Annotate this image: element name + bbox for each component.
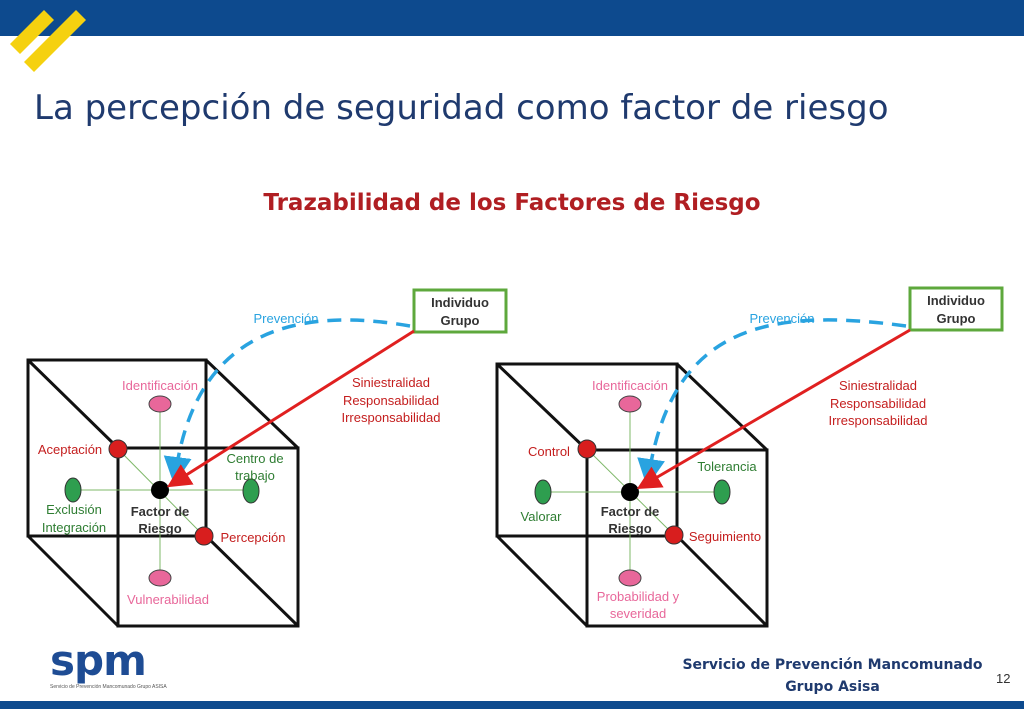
spm-logo-subtitle: Servicio de Prevención Mancomunado Grupo… [50,684,167,690]
right-prevention-label: Prevención [749,311,814,326]
footer-org: Servicio de Prevención Mancomunado Grupo… [660,654,1005,698]
left-top-label: Identificación [122,378,198,393]
right-individuo-box [908,286,1004,332]
valorar-node [534,479,552,505]
footer-org-line2: Grupo Asisa [785,679,880,695]
centro-trabajo-node [242,478,260,504]
slide-title: La percepción de seguridad como factor d… [34,88,889,128]
bottom-banner [0,701,1024,709]
spm-logo-word: spm [50,636,147,685]
percepcion-node [194,526,214,546]
exclusion-node [64,477,82,503]
page-number: 12 [996,671,1011,686]
left-cube [26,358,300,628]
factor-riesgo-node [151,481,169,499]
right-top-label: Identificación [592,378,668,393]
control-node [577,439,597,459]
left-right-lower-label: Percepción [220,530,285,545]
right-right-label: Tolerancia [697,459,757,474]
left-prevention-label: Prevención [253,311,318,326]
left-prevention-arc [163,318,411,485]
identificacion-node-2 [618,395,642,413]
right-outer-label: Control [528,444,570,459]
footer-org-line1: Servicio de Prevención Mancomunado [682,657,983,673]
brand-stripes-icon [10,10,86,72]
probabilidad-node [618,569,642,587]
seguimiento-node [664,525,684,545]
diagram-title: Trazabilidad de los Factores de Riesgo [263,190,761,216]
left-bottom-label: Vulnerabilidad [127,592,209,607]
right-left-label: Valorar [521,509,563,524]
aceptacion-node [108,439,128,459]
right-cube [495,362,769,628]
left-individuo-box [412,288,508,334]
right-right-lower-label: Seguimiento [689,529,761,544]
right-red-arrow [636,328,911,490]
left-outer-label: Aceptación [38,442,102,457]
top-banner [0,0,1024,36]
spm-logo: spm Servicio de Prevención Mancomunado G… [50,636,167,691]
factor-riesgo-node-2 [621,483,639,501]
right-prevention-arc [637,318,907,487]
identificacion-node [148,395,172,413]
tolerancia-node [713,479,731,505]
vulnerabilidad-node [148,569,172,587]
left-red-arrow [166,329,415,488]
